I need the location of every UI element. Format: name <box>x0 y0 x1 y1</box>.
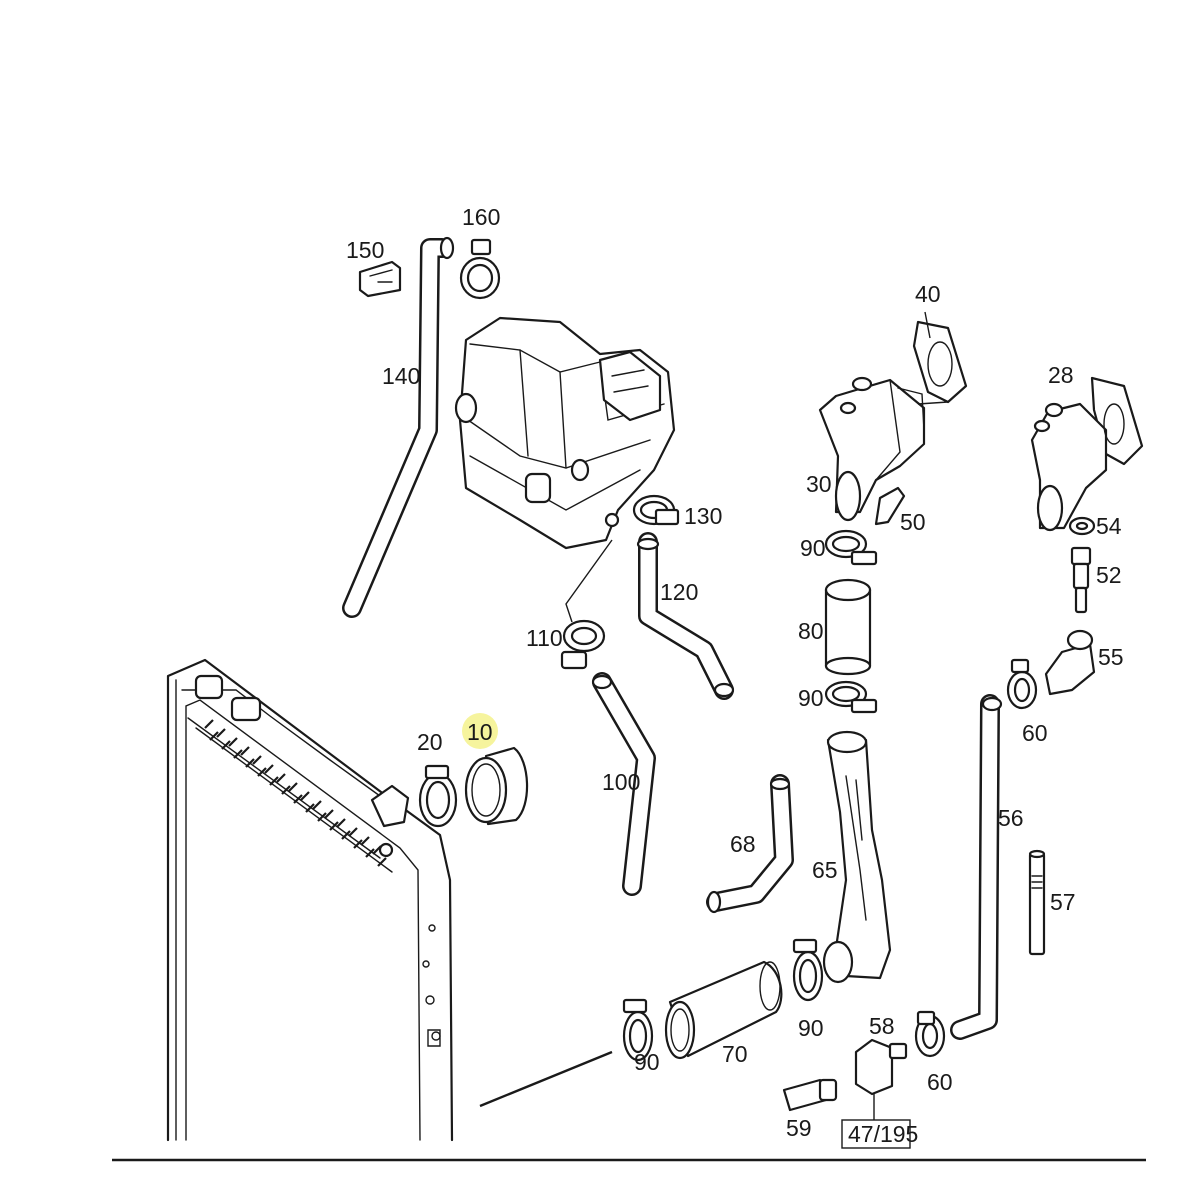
part-54-washer <box>1068 516 1096 536</box>
callout-47-195: 47/195 <box>848 1121 918 1147</box>
callout-90-left: 90 <box>634 1049 660 1075</box>
part-56-hose <box>950 694 1003 1040</box>
part-68-hose <box>706 774 794 914</box>
callout-55: 55 <box>1098 644 1124 670</box>
part-20-clamp <box>418 764 458 828</box>
part-100-hose <box>591 672 656 896</box>
callout-54: 54 <box>1096 513 1122 539</box>
callout-68: 68 <box>730 831 756 857</box>
part-140-hose <box>342 236 455 618</box>
radiator-fins <box>204 719 387 867</box>
leader-110 <box>565 539 613 623</box>
callout-90-upper: 90 <box>800 535 826 561</box>
callout-28: 28 <box>1048 362 1074 388</box>
part-160-clamp <box>459 238 501 300</box>
callout-65: 65 <box>812 857 838 883</box>
callout-160: 160 <box>462 204 500 230</box>
callout-120: 120 <box>660 579 698 605</box>
callout-20: 20 <box>417 729 443 755</box>
part-80-pipe <box>824 578 872 676</box>
callout-130: 130 <box>684 503 722 529</box>
part-60-clamp-lower <box>914 1010 946 1058</box>
part-40-gasket <box>912 320 968 404</box>
callout-140: 140 <box>382 363 420 389</box>
part-90-clamp-middle <box>824 680 878 714</box>
callout-56: 56 <box>998 805 1024 831</box>
callout-80: 80 <box>798 618 824 644</box>
part-65-pipe <box>822 730 892 984</box>
part-59-fitting <box>782 1078 838 1112</box>
callout-58: 58 <box>869 1013 895 1039</box>
part-90-clamp-upper <box>824 529 878 566</box>
part-52-sensor <box>1070 546 1092 614</box>
part-150-clip <box>358 260 402 298</box>
callout-59: 59 <box>786 1115 812 1141</box>
expansion-tank <box>454 316 676 550</box>
part-110-clamp <box>560 619 606 670</box>
part-90-clamp-right <box>792 938 824 1002</box>
part-10-sleeve <box>464 746 529 826</box>
callout-60-lower: 60 <box>927 1069 953 1095</box>
callout-10: 10 <box>467 719 493 745</box>
callout-100: 100 <box>602 769 640 795</box>
callout-10-highlight <box>462 713 498 749</box>
leader-40b <box>917 401 949 405</box>
callout-60-upper: 60 <box>1022 720 1048 746</box>
radiator <box>166 658 454 1142</box>
part-130-clamp <box>632 494 680 526</box>
part-28-housing <box>1030 376 1144 532</box>
part-90-clamp-left <box>622 998 654 1062</box>
callout-110: 110 <box>526 625 563 651</box>
callout-70: 70 <box>722 1041 748 1067</box>
part-30-housing <box>818 376 926 522</box>
part-57-tube <box>1028 849 1046 956</box>
callout-90-right: 90 <box>798 1015 824 1041</box>
callout-57: 57 <box>1050 889 1076 915</box>
callout-40: 40 <box>915 281 941 307</box>
leader-40 <box>924 311 931 339</box>
callout-150: 150 <box>346 237 384 263</box>
part-70-hose <box>664 960 783 1060</box>
part-58-valve <box>854 1038 908 1120</box>
part-50-fitting <box>874 486 906 526</box>
leader-radiator <box>479 1050 613 1108</box>
part-55-elbow <box>1044 629 1096 696</box>
callout-47-195-box <box>841 1119 911 1149</box>
callout-50: 50 <box>900 509 926 535</box>
part-120-hose <box>636 532 735 700</box>
part-60-clamp-upper <box>1006 658 1038 710</box>
callout-90-middle: 90 <box>798 685 824 711</box>
callout-30: 30 <box>806 471 832 497</box>
callout-52: 52 <box>1096 562 1122 588</box>
